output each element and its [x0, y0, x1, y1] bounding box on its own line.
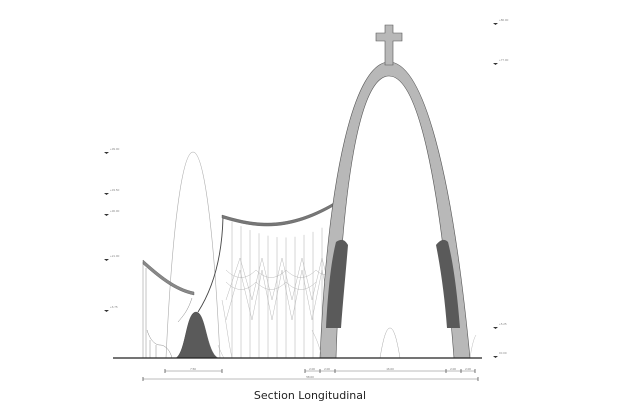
dimension-lines [142, 369, 479, 381]
drawing-title: Section Longitudinal [253, 389, 367, 402]
thin-parabola [165, 151, 221, 359]
svg-text:+5.25: +5.25 [499, 322, 507, 326]
level-marker: +33.50 [104, 188, 120, 195]
dimension-label: 2.00 [450, 367, 456, 371]
level-marker: +6.75 [104, 305, 118, 312]
dark-mound [175, 311, 219, 359]
chapel-roof [142, 259, 195, 296]
svg-text:+86.00: +86.00 [499, 18, 509, 22]
level-markers-left: +39.00 +33.50 +30.00 +21.00 +6.75 [104, 147, 120, 312]
chapel-structure [142, 262, 193, 359]
level-marker: ±0.00 [493, 351, 507, 358]
level-marker: +5.25 [493, 322, 507, 329]
arch-base-left [326, 239, 348, 328]
svg-text:±0.00: ±0.00 [499, 351, 507, 355]
dimension-label: 2.00 [465, 367, 471, 371]
level-marker: +39.00 [104, 147, 120, 154]
level-marker: +21.00 [104, 254, 120, 261]
svg-text:+77.00: +77.00 [499, 58, 509, 62]
dimension-total: 58.00 [306, 375, 314, 379]
svg-text:+33.50: +33.50 [110, 188, 120, 192]
level-marker: +30.00 [104, 209, 120, 216]
arch-base-right [436, 239, 460, 328]
nave [197, 195, 346, 359]
svg-text:+6.75: +6.75 [110, 305, 118, 309]
svg-text:+30.00: +30.00 [110, 209, 120, 213]
dimension-label: 7.50 [190, 367, 196, 371]
cross-icon [375, 24, 403, 66]
svg-text:+21.00: +21.00 [110, 254, 120, 258]
svg-text:+39.00: +39.00 [110, 147, 120, 151]
main-arch [311, 61, 477, 359]
dimension-label: 16.00 [386, 367, 394, 371]
level-marker: +77.00 [493, 58, 509, 65]
small-mound [379, 327, 401, 359]
dimension-label: 2.00 [309, 367, 315, 371]
level-marker: +86.00 [493, 18, 509, 25]
level-markers-right: +86.00 +77.00 +5.25 ±0.00 [493, 18, 509, 358]
nave-roof [221, 195, 346, 227]
dimension-label: 2.00 [324, 367, 330, 371]
